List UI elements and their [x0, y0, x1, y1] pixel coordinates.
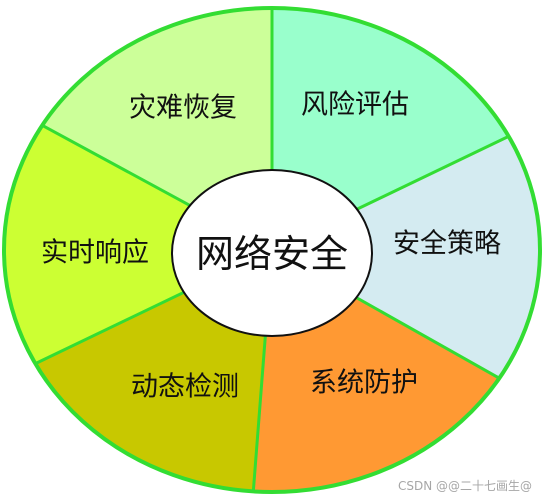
watermark: CSDN @@二十七画生@: [397, 479, 532, 493]
segment-5: [4, 125, 272, 364]
segment-label-3: 系统防护: [310, 368, 418, 399]
segment-label-6: 灾难恢复: [129, 93, 237, 124]
segment-label-1: 风险评估: [301, 90, 409, 121]
segment-2: [272, 136, 541, 379]
segment-label-2: 安全策略: [393, 229, 501, 260]
center-circle: [171, 169, 373, 337]
segment-label-5: 实时响应: [41, 238, 149, 269]
center-label: 网络安全: [196, 232, 348, 276]
outer-ring: [2, 6, 542, 494]
segment-label-4: 动态检测: [131, 372, 239, 403]
